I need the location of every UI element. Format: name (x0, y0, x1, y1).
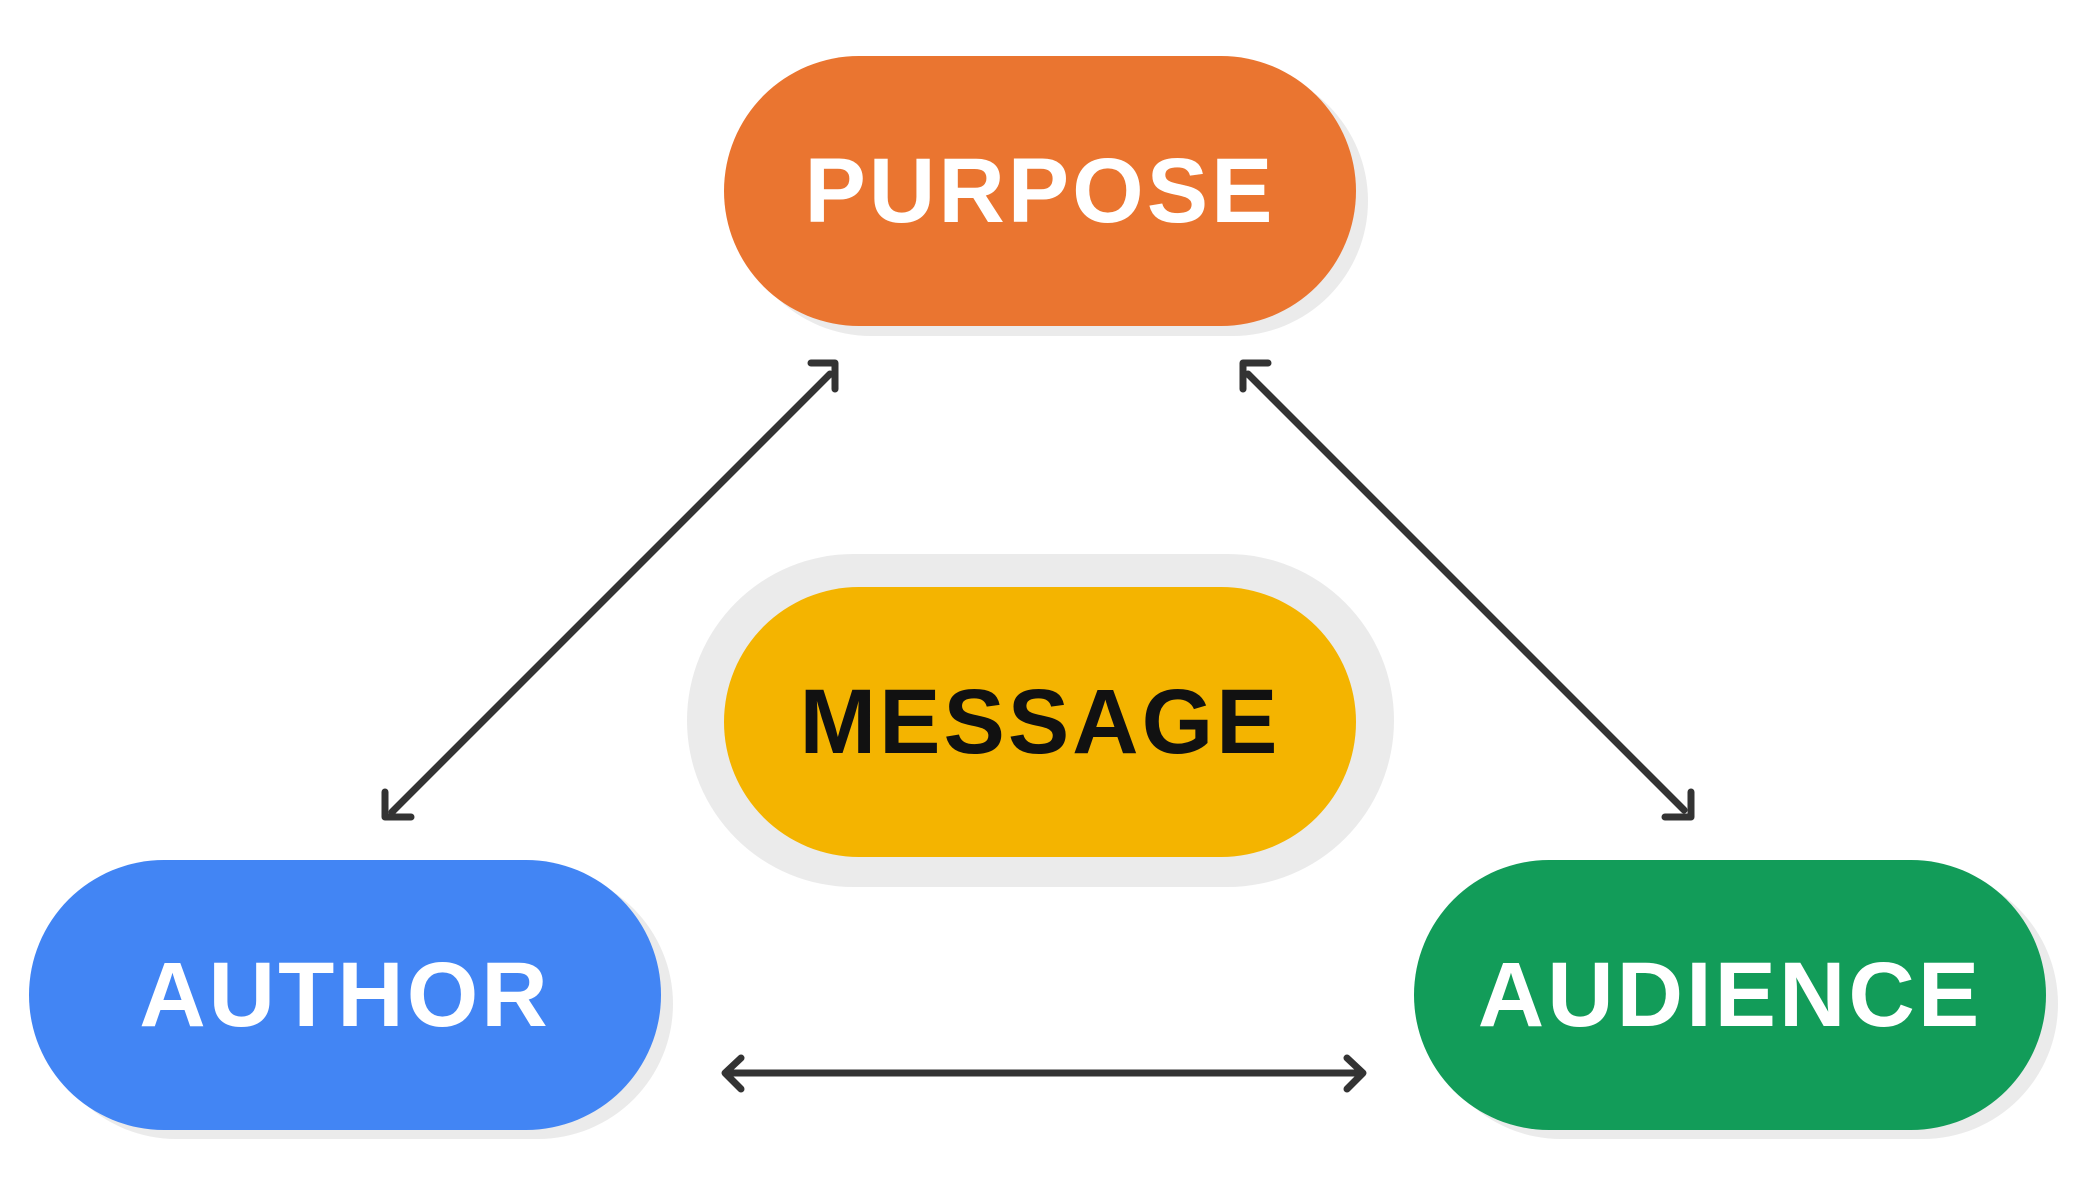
purpose-label: PURPOSE (804, 140, 1276, 242)
author-label: AUTHOR (139, 944, 551, 1046)
message-label: MESSAGE (799, 671, 1281, 773)
arrow-author-audience (721, 1054, 1367, 1093)
arrow-purpose-audience (1239, 359, 1695, 821)
purpose-node: PURPOSE (724, 56, 1356, 326)
message-node: MESSAGE (724, 587, 1356, 857)
audience-label: AUDIENCE (1477, 944, 1983, 1046)
author-node: AUTHOR (29, 860, 661, 1130)
audience-node: AUDIENCE (1414, 860, 2046, 1130)
arrow-author-purpose (381, 359, 839, 821)
